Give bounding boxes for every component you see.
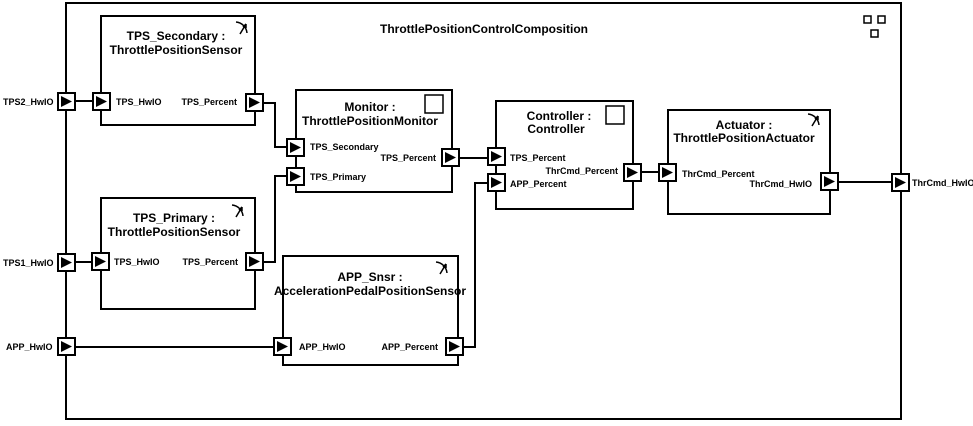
controller-port-label-in-tps: TPS_Percent [510, 153, 566, 163]
app-snsr-title-line1: APP_Snsr : [337, 270, 402, 284]
tps-secondary-title-line2: ThrottlePositionSensor [110, 43, 243, 57]
tps-secondary-port-label-out: TPS_Percent [181, 97, 237, 107]
port-tps-secondary-out[interactable] [245, 93, 264, 112]
sensor-actuator-icon [231, 204, 244, 218]
port-app-snsr-in[interactable] [273, 337, 292, 356]
component-tps-secondary[interactable]: TPS_Secondary : ThrottlePositionSensor T… [100, 15, 256, 126]
component-tps-primary[interactable]: TPS_Primary : ThrottlePositionSensor TPS… [100, 197, 256, 310]
sensor-actuator-icon [435, 261, 448, 275]
controller-title-line2: Controller [527, 122, 585, 136]
component-actuator[interactable]: Actuator : ThrottlePositionActuator ThrC… [667, 109, 831, 215]
connectors [76, 100, 892, 348]
label-thrcmd-hwio: ThrCmd_HwIO [912, 178, 973, 188]
port-monitor-out[interactable] [441, 148, 460, 167]
app-snsr-port-label-in: APP_HwIO [299, 342, 346, 352]
sensor-actuator-icon [235, 21, 248, 35]
component-app-snsr[interactable]: APP_Snsr : AccelerationPedalPositionSens… [274, 255, 466, 366]
controller-port-label-out: ThrCmd_Percent [545, 166, 618, 176]
controller-title-line1: Controller : [527, 109, 592, 123]
port-monitor-in-primary[interactable] [286, 167, 305, 186]
component-monitor[interactable]: Monitor : ThrottlePositionMonitor TPS_Se… [295, 89, 453, 193]
actuator-title-line2: ThrottlePositionActuator [673, 131, 815, 145]
monitor-port-label-in-secondary: TPS_Secondary [310, 142, 379, 152]
wire-app-snsr-to-controller [462, 182, 490, 348]
app-snsr-title-line2: AccelerationPedalPositionSensor [274, 284, 466, 298]
tps-primary-port-label-in: TPS_HwIO [114, 257, 160, 267]
label-app-hwio: APP_HwIO [6, 342, 53, 352]
tps-primary-port-label-out: TPS_Percent [182, 257, 238, 267]
actuator-port-label-out: ThrCmd_HwIO [749, 179, 812, 189]
controller-port-label-in-app: APP_Percent [510, 179, 567, 189]
port-controller-in-tps[interactable] [487, 147, 506, 166]
label-tps2-hwio: TPS2_HwIO [3, 97, 54, 107]
component-controller[interactable]: Controller : Controller TPS_Percent APP_… [495, 100, 634, 210]
actuator-title-line1: Actuator : [716, 118, 773, 132]
tps-primary-title-line1: TPS_Primary : [133, 211, 215, 225]
actuator-port-label-in: ThrCmd_Percent [682, 169, 755, 179]
port-tps2-hwio[interactable] [57, 92, 76, 111]
wire-tps-primary-to-monitor [262, 175, 289, 263]
port-monitor-in-secondary[interactable] [286, 138, 305, 157]
port-controller-out[interactable] [623, 163, 642, 182]
port-actuator-in[interactable] [658, 163, 677, 182]
port-app-hwio[interactable] [57, 337, 76, 356]
port-thrcmd-hwio[interactable] [891, 173, 910, 192]
application-icon [605, 105, 625, 125]
monitor-port-label-in-primary: TPS_Primary [310, 172, 366, 182]
sensor-actuator-icon [807, 113, 820, 127]
application-icon [424, 94, 444, 114]
port-controller-in-app[interactable] [487, 173, 506, 192]
wire-tps-secondary-to-monitor [262, 102, 289, 148]
port-tps1-hwio[interactable] [57, 253, 76, 272]
tps-secondary-port-label-in: TPS_HwIO [116, 97, 162, 107]
port-tps-primary-in[interactable] [91, 252, 110, 271]
port-app-snsr-out[interactable] [445, 337, 464, 356]
monitor-title-line2: ThrottlePositionMonitor [302, 114, 438, 128]
port-tps-primary-out[interactable] [245, 252, 264, 271]
composition-title: ThrottlePositionControlComposition [380, 22, 588, 36]
port-actuator-out[interactable] [820, 172, 839, 191]
tps-secondary-title-line1: TPS_Secondary : [127, 29, 226, 43]
monitor-port-label-out: TPS_Percent [380, 153, 436, 163]
composition-icon [863, 15, 886, 38]
port-tps-secondary-in[interactable] [92, 92, 111, 111]
app-snsr-port-label-out: APP_Percent [381, 342, 438, 352]
monitor-title-line1: Monitor : [344, 100, 395, 114]
tps-primary-title-line2: ThrottlePositionSensor [108, 225, 241, 239]
label-tps1-hwio: TPS1_HwIO [3, 258, 54, 268]
